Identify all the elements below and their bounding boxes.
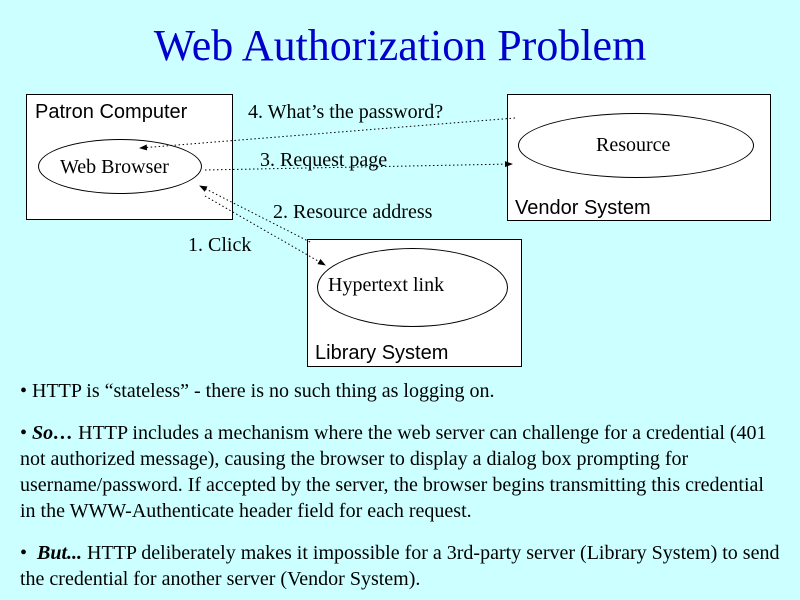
step2-label: 2. Resource address bbox=[273, 201, 433, 223]
bullet-text: HTTP is “stateless” - there is no such t… bbox=[27, 380, 495, 402]
hypertext-link-label: Hypertext link bbox=[328, 274, 445, 296]
step3-label: 3. Request page bbox=[260, 149, 388, 171]
hypertext-link-ellipse bbox=[317, 248, 508, 327]
bullet-2: • So… HTTP includes a mechanism where th… bbox=[20, 420, 780, 524]
vendor-system-label: Vendor System bbox=[515, 197, 651, 219]
patron-computer-label: Patron Computer bbox=[35, 101, 188, 123]
bullet-3: • But... HTTP deliberately makes it impo… bbox=[20, 540, 780, 592]
bullet-text: HTTP deliberately makes it impossible fo… bbox=[20, 542, 780, 590]
resource-ellipse bbox=[518, 113, 754, 178]
web-browser-label: Web Browser bbox=[60, 156, 169, 178]
bullet-marker: • bbox=[20, 542, 28, 564]
resource-label: Resource bbox=[596, 134, 671, 156]
step1-label: 1. Click bbox=[188, 234, 252, 256]
slide-title: Web Authorization Problem bbox=[153, 21, 647, 70]
library-system-label: Library System bbox=[315, 342, 449, 364]
bullet-marker: • bbox=[20, 422, 28, 444]
step4-label: 4. What’s the password? bbox=[248, 101, 444, 123]
bullet-text: HTTP includes a mechanism where the web … bbox=[20, 422, 767, 522]
bullet-marker: • bbox=[20, 380, 28, 402]
bullet-lead: So… bbox=[32, 422, 74, 444]
bullet-lead: But... bbox=[37, 542, 83, 564]
bullet-1: • HTTP is “stateless” - there is no such… bbox=[20, 378, 780, 404]
